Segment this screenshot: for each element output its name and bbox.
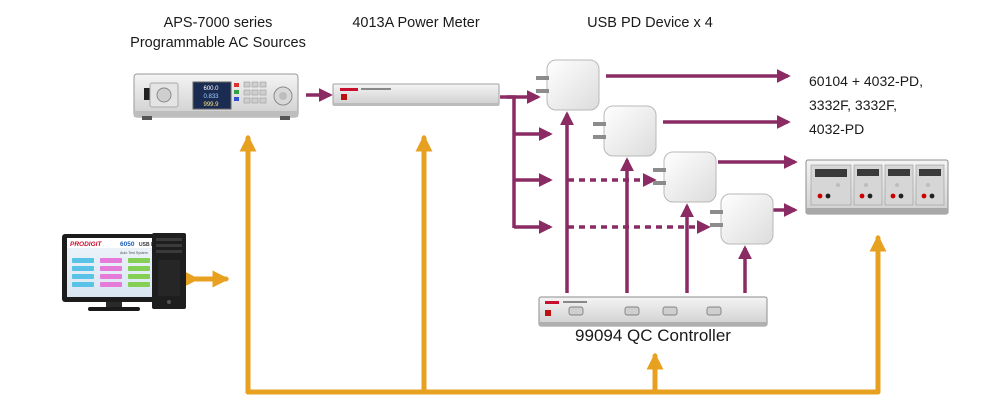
screen-subtitle: Auto Test System — [120, 251, 148, 255]
meter-power-switch — [341, 94, 347, 100]
ac-source-label: APS-7000 series Programmable AC Sources — [130, 14, 306, 53]
qc-power-switch — [545, 310, 551, 316]
ac-source-label-line1: APS-7000 series — [163, 15, 273, 31]
load-label: 60104 + 4032-PD, 3332F, 3332F, 4032-PD — [809, 70, 923, 141]
meter-distribution — [507, 95, 516, 228]
ac-source-device: 600.0 0.833 999.9 — [133, 73, 299, 120]
ac-display — [192, 81, 232, 110]
electronic-load-rack — [805, 159, 949, 215]
load-label-line2: 3332F, 3332F, — [809, 96, 897, 113]
qc-controller-label: 99094 QC Controller — [575, 326, 731, 345]
ac-power-switch — [144, 88, 152, 100]
load-label-line3: 4032-PD — [809, 120, 865, 137]
usb-pd-device-2 — [593, 105, 657, 157]
monitor-stand — [88, 307, 140, 311]
power-meter-device — [332, 83, 500, 106]
load-label-line1: 60104 + 4032-PD, — [809, 73, 924, 89]
qc-controller-device — [538, 296, 768, 327]
ac-source-label-line2: Programmable AC Sources — [130, 34, 306, 51]
power-meter-label: 4013A Power Meter — [352, 15, 480, 31]
pc-workstation: PRODIGIT 6050 USB PD Auto Test System — [62, 233, 186, 311]
usb-pd-device-1 — [536, 59, 600, 111]
usb-pd-device-3 — [653, 151, 717, 203]
usb-pd-device-4 — [710, 193, 774, 245]
bus-main — [421, 234, 887, 395]
screen-product: USB PD — [139, 242, 158, 248]
ac-display-row2: 0.833 — [203, 94, 219, 100]
screen-brand: PRODIGIT — [70, 241, 102, 248]
pc-power-button — [167, 300, 171, 304]
usb-pd-label: USB PD Device x 4 — [587, 15, 713, 31]
orange-bus — [182, 134, 887, 395]
screen-model: 6050 — [120, 241, 135, 248]
monitor-neck — [106, 302, 122, 308]
bus-to-power-meter — [245, 134, 433, 395]
purple-wiring — [306, 69, 798, 293]
ac-display-row3: 999.9 — [203, 102, 219, 108]
ac-display-row1: 600.0 — [203, 86, 219, 92]
